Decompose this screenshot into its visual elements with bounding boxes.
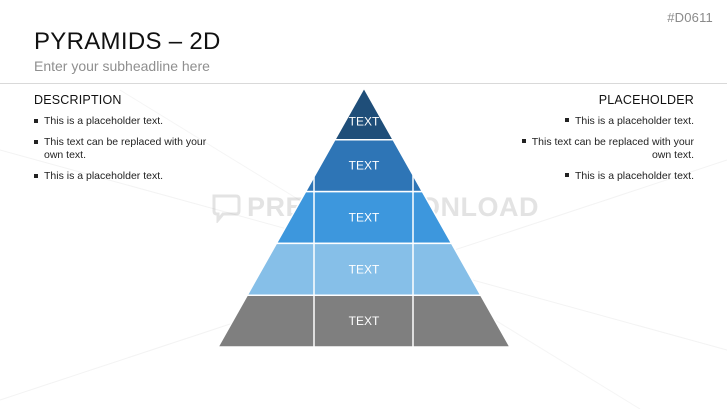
- list-item: This text can be replaced with your own …: [509, 136, 694, 162]
- list-item: This is a placeholder text.: [509, 115, 694, 128]
- list-item-text: This is a placeholder text.: [574, 115, 694, 127]
- placeholder-list: This is a placeholder text. This text ca…: [509, 115, 694, 183]
- description-list: This is a placeholder text. This text ca…: [34, 115, 219, 183]
- slide-code: #D0611: [667, 10, 713, 25]
- bullet-icon: [564, 173, 569, 177]
- list-item: This is a placeholder text.: [34, 170, 219, 183]
- placeholder-column: PLACEHOLDER This is a placeholder text. …: [509, 94, 694, 191]
- list-item: This is a placeholder text.: [509, 170, 694, 183]
- list-item: This is a placeholder text.: [34, 115, 219, 128]
- list-item: This text can be replaced with your own …: [34, 136, 219, 162]
- pyramid-level-label: TEXT: [349, 114, 380, 128]
- bullet-icon: [521, 139, 526, 143]
- list-item-text: This is a placeholder text.: [574, 170, 694, 182]
- pyramid-level-label: TEXT: [349, 262, 380, 276]
- description-heading: DESCRIPTION: [34, 93, 122, 107]
- page-title: PYRAMIDS – 2D: [34, 28, 221, 55]
- header-divider: [0, 83, 727, 84]
- pyramid-level-5: [216, 294, 512, 348]
- watermark-logo-icon: [212, 194, 241, 223]
- list-item-text: This text can be replaced with your own …: [531, 136, 694, 161]
- pyramid-level-label: TEXT: [349, 159, 380, 173]
- bullet-icon: [564, 118, 569, 122]
- pyramid-level-label: TEXT: [349, 211, 380, 225]
- pyramid-level-label: TEXT: [349, 314, 380, 328]
- description-column: DESCRIPTION This is a placeholder text. …: [34, 94, 219, 191]
- placeholder-heading: PLACEHOLDER: [598, 93, 694, 107]
- page-subtitle: Enter your subheadline here: [34, 58, 210, 74]
